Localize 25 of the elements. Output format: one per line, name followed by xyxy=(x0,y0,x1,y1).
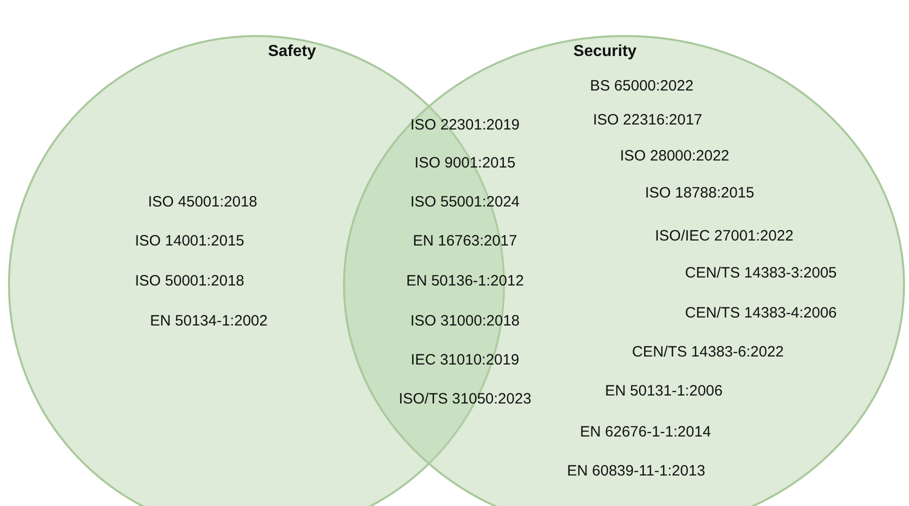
standard-label: EN 50134-1:2002 xyxy=(150,312,268,330)
standard-label: CEN/TS 14383-4:2006 xyxy=(685,304,837,322)
standard-label: CEN/TS 14383-3:2005 xyxy=(685,264,837,282)
standard-label: ISO 50001:2018 xyxy=(135,272,244,290)
standard-label: IEC 31010:2019 xyxy=(410,352,520,368)
standard-label: ISO/TS 31050:2023 xyxy=(398,390,532,408)
standard-label: ISO 45001:2018 xyxy=(148,194,258,210)
standard-label: ISO 22301:2019 xyxy=(410,116,520,134)
standard-label: EN 50136-1:2012 xyxy=(406,272,524,290)
standard-label: BS 65000:2022 xyxy=(590,78,694,94)
standard-label: ISO 9001:2015 xyxy=(414,154,516,172)
set-title: Safety xyxy=(268,43,316,61)
standard-label: EN 16763:2017 xyxy=(412,232,518,250)
standard-label: ISO 55001:2024 xyxy=(410,194,520,210)
standard-label: CEN/TS 14383-6:2022 xyxy=(632,344,784,360)
standard-label: ISO 22316:2017 xyxy=(593,112,702,128)
set-title: Security xyxy=(573,43,637,61)
standard-label: EN 50131-1:2006 xyxy=(605,382,723,400)
standard-label: ISO/IEC 27001:2022 xyxy=(655,228,794,244)
standard-label: ISO 31000:2018 xyxy=(410,312,520,330)
standard-label: ISO 18788:2015 xyxy=(645,184,754,202)
standard-label: ISO 28000:2022 xyxy=(620,148,730,164)
standard-label: ISO 14001:2015 xyxy=(135,232,244,250)
standard-label: EN 60839-11-1:2013 xyxy=(567,462,706,480)
standard-label: EN 62676-1-1:2014 xyxy=(580,424,711,440)
